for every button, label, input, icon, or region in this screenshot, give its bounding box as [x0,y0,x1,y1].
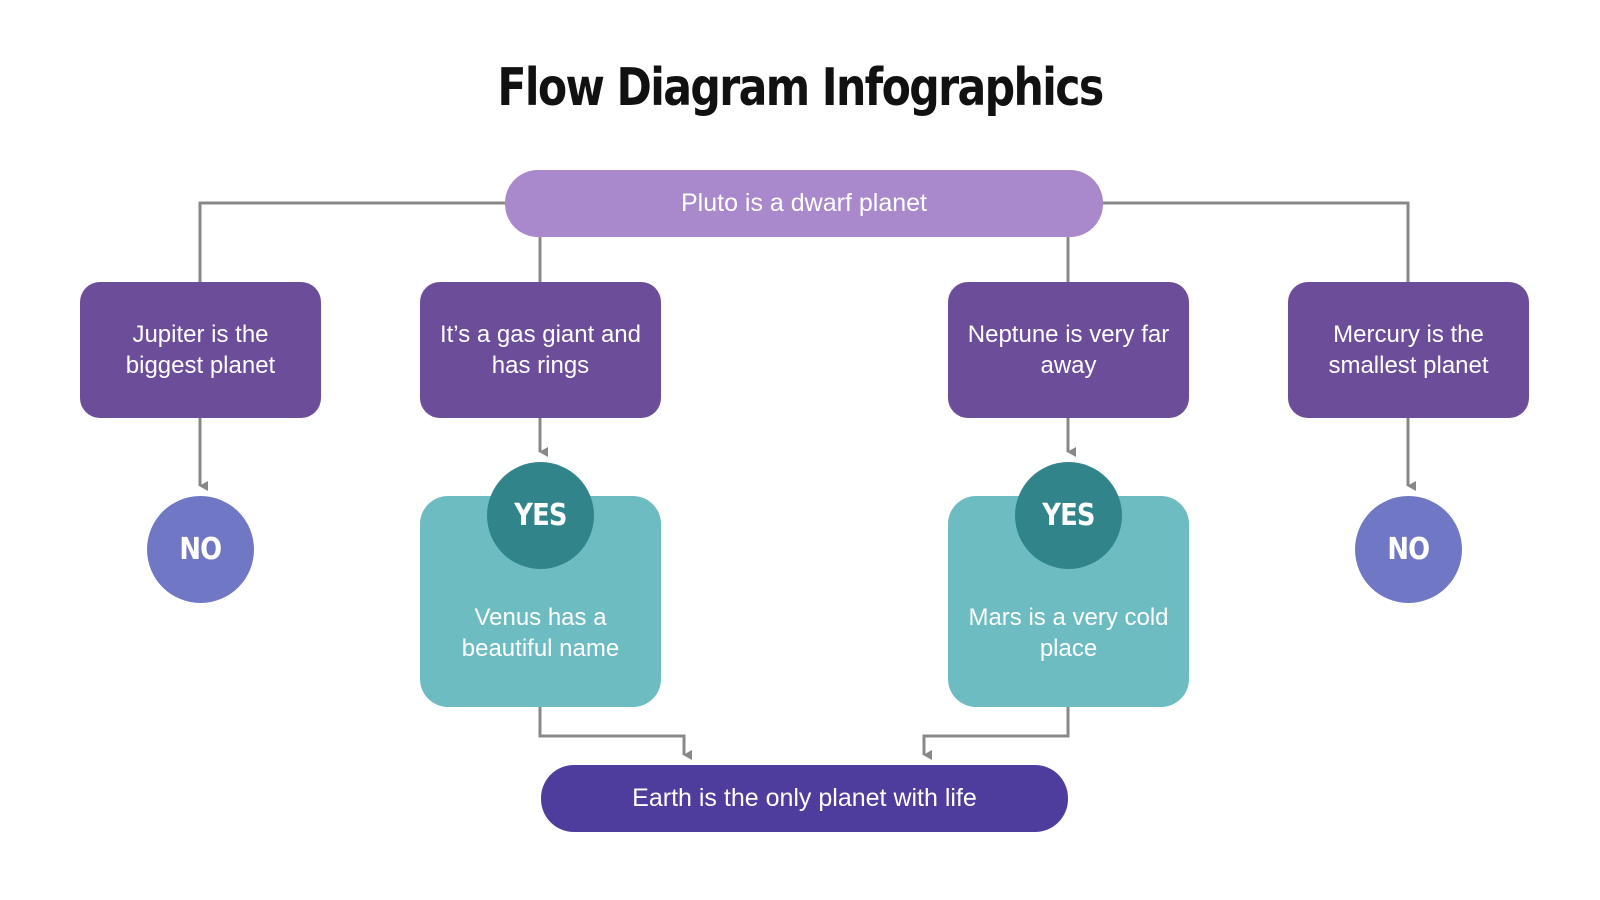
arrow-mars-to-earth [922,707,1070,760]
yes-badge-right: YES [1015,462,1122,569]
connector-root-to-jupiter [198,201,505,284]
card-gas-giant: It’s a gas giant and has rings [420,282,661,418]
yes-badge-right-label: YES [1042,498,1095,533]
final-node: Earth is the only planet with life [541,765,1068,832]
card-mercury: Mercury is the smallest planet [1288,282,1529,418]
card-neptune-label: Neptune is very far away [967,321,1170,379]
final-node-label: Earth is the only planet with life [632,784,977,812]
slide-title: Flow Diagram Infographics [497,58,1104,118]
card-neptune: Neptune is very far away [948,282,1189,418]
root-node: Pluto is a dwarf planet [505,170,1103,237]
no-badge-right: NO [1355,496,1462,603]
no-badge-left-label: NO [179,532,223,567]
card-jupiter-label: Jupiter is the biggest planet [125,321,276,379]
card-mercury-label: Mercury is the smallest planet [1328,321,1489,379]
card-jupiter: Jupiter is the biggest planet [80,282,321,418]
yes-badge-left-label: YES [514,498,567,533]
card-gas-giant-label: It’s a gas giant and has rings [439,321,642,379]
yes-badge-left: YES [487,462,594,569]
no-badge-left: NO [147,496,254,603]
connector-root-to-mercury [1095,201,1410,284]
no-badge-right-label: NO [1387,532,1431,567]
card-venus-label: Venus has a beautiful name [461,603,620,662]
root-node-label: Pluto is a dwarf planet [681,189,927,217]
arrow-venus-to-earth [538,707,692,760]
card-mars-label: Mars is a very cold place [968,603,1169,662]
